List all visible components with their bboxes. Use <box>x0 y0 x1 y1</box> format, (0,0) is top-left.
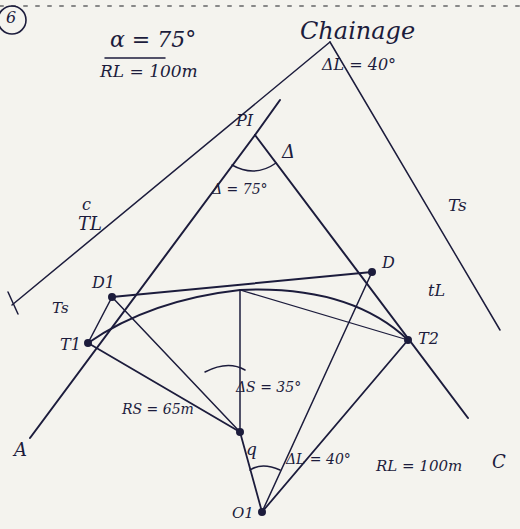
tangent-length: Ts <box>448 196 467 215</box>
point-label: T2 <box>418 330 439 348</box>
point-label: T1 <box>60 336 81 354</box>
tangent-length: TL <box>78 214 102 234</box>
angle-symbol: Δ <box>282 142 295 162</box>
radius-label: RS = 65m <box>122 402 194 417</box>
point-label: PI <box>236 112 253 130</box>
point-label: A <box>14 440 27 460</box>
question-number: 6 <box>6 9 16 27</box>
angle-label: ΔS = 35° <box>236 380 301 395</box>
given-radius: RL = 100m <box>100 62 198 81</box>
point-label: D1 <box>92 274 115 292</box>
point-label: c <box>82 196 91 214</box>
heading-note: Chainage <box>300 18 415 44</box>
point-label: D <box>382 254 395 272</box>
tangent-length: tL <box>428 282 445 300</box>
point-label: C <box>492 452 506 472</box>
angle-label: Δ = 75° <box>212 182 268 197</box>
point-label: q <box>246 440 257 459</box>
point-label: O1 <box>232 505 254 522</box>
point-label: Ts <box>52 300 69 317</box>
angle-label: ΔL = 40° <box>322 56 396 74</box>
given-angle: α = 75° <box>110 28 196 52</box>
angle-label: ΔL = 40° <box>286 452 351 467</box>
radius-label: RL = 100m <box>376 458 462 475</box>
